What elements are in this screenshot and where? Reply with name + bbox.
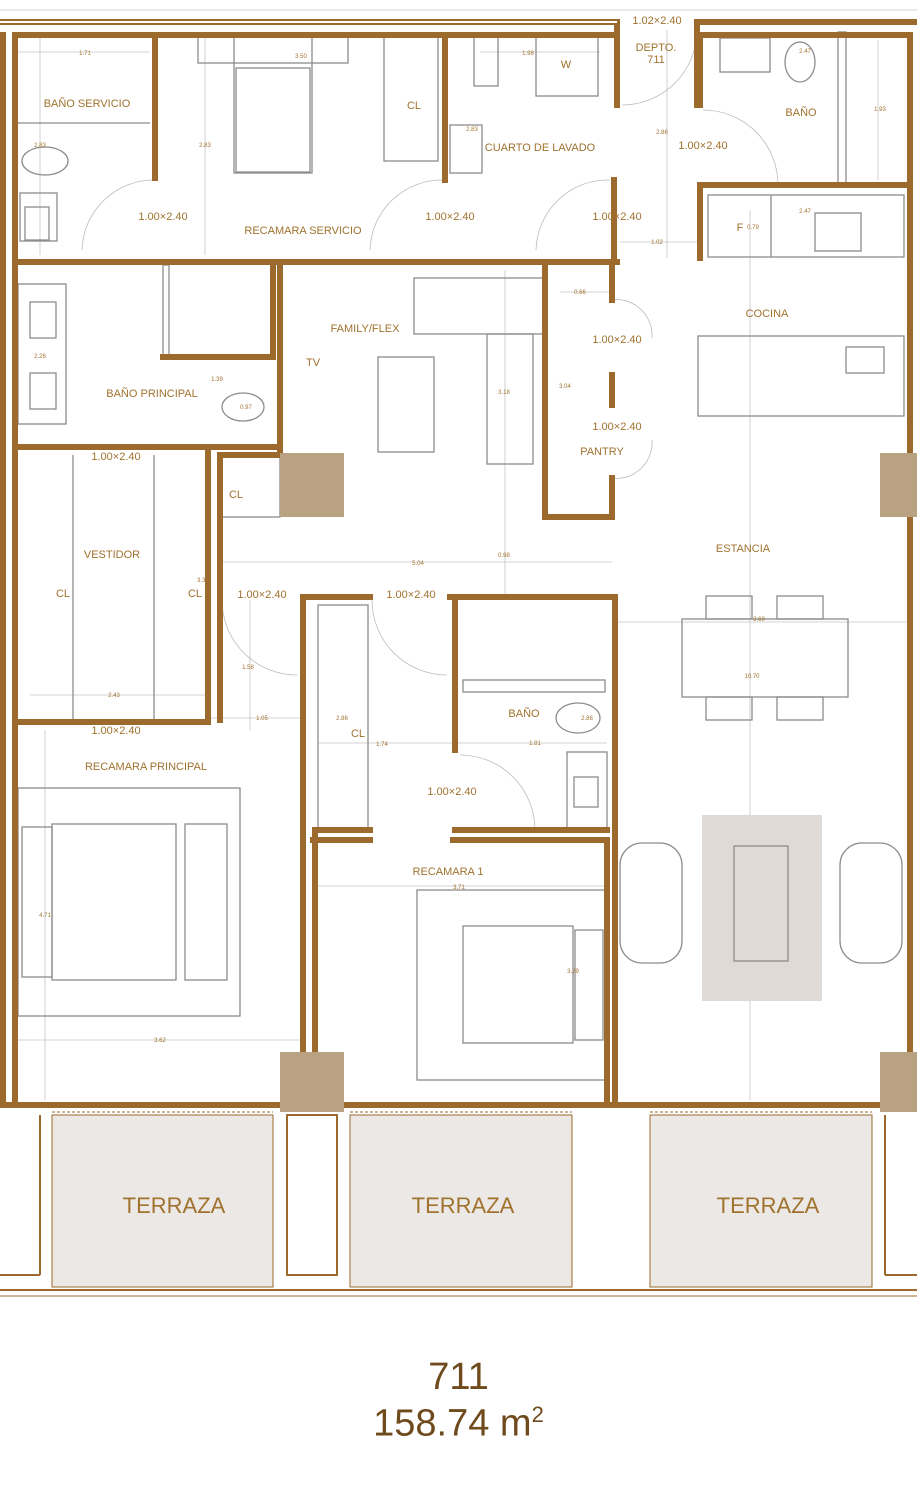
- room-terraza-2: TERRAZA: [412, 1193, 515, 1218]
- dim-label: 1.93: [874, 107, 886, 113]
- dim-label: 2.86: [336, 716, 348, 722]
- dim-label: 10.70: [744, 674, 760, 680]
- room-cocina: COCINA: [746, 308, 789, 320]
- door-swings: [81, 29, 779, 831]
- dim-label: 1.74: [376, 742, 388, 748]
- room-recamara-servicio: RECAMARA SERVICIO: [244, 225, 362, 237]
- unit-area-superscript: 2: [531, 1402, 544, 1427]
- dimension-lines: [0, 9, 917, 1100]
- room-cl-vestidor-left: CL: [56, 588, 70, 600]
- dim-label: 2.83: [199, 143, 211, 149]
- dim-label: 1.02: [651, 240, 663, 246]
- door-label: 1.00×2.40: [91, 725, 140, 737]
- door-label: 1.00×2.40: [138, 211, 187, 223]
- room-vestidor: VESTIDOR: [84, 549, 140, 561]
- dim-label: 4.71: [39, 913, 51, 919]
- room-terraza-3: TERRAZA: [717, 1193, 820, 1218]
- dim-label: 3.71: [453, 885, 465, 891]
- depto-label: DEPTO.: [636, 42, 677, 54]
- dim-label: 2.86: [581, 716, 593, 722]
- terraces: [0, 1111, 917, 1297]
- door-label: 1.00×2.40: [592, 334, 641, 346]
- fridge-label: F: [737, 222, 744, 234]
- dim-label: 3.69: [753, 617, 765, 623]
- room-recamara-1: RECAMARA 1: [413, 866, 484, 878]
- dim-label: 2.47: [799, 49, 811, 55]
- dim-label: 3.62: [154, 1038, 166, 1044]
- room-recamara-principal: RECAMARA PRINCIPAL: [85, 761, 207, 773]
- tv-label: TV: [306, 357, 321, 369]
- room-terraza-1: TERRAZA: [123, 1193, 226, 1218]
- walls: [0, 19, 917, 1108]
- dim-label: 0.97: [240, 405, 252, 411]
- room-estancia: ESTANCIA: [716, 543, 771, 555]
- door-label: 1.00×2.40: [427, 786, 476, 798]
- door-label: 1.00×2.40: [678, 140, 727, 152]
- unit-area: 158.74 m2: [0, 1402, 917, 1446]
- dim-label: 0.66: [574, 290, 586, 296]
- room-bano-servicio: BAÑO SERVICIO: [44, 97, 131, 110]
- door-label: 1.00×2.40: [592, 421, 641, 433]
- dim-label: 2.83: [466, 127, 478, 133]
- dim-label: 3.18: [498, 390, 510, 396]
- door-label: 1.00×2.40: [386, 589, 435, 601]
- unit-area-value: 158.74 m: [373, 1402, 532, 1445]
- room-cl-vestidor-right: CL: [188, 588, 202, 600]
- dim-label: 5.04: [412, 561, 424, 567]
- dim-label: 2.86: [656, 130, 668, 136]
- room-family-flex: FAMILY/FLEX: [331, 323, 401, 335]
- room-labels: BAÑO SERVICIO RECAMARA SERVICIO CL CUART…: [44, 42, 820, 1218]
- dim-label: 1.98: [522, 51, 534, 57]
- room-cl-family: CL: [229, 489, 243, 501]
- dim-label: 1.71: [79, 51, 91, 57]
- door-label: 1.00×2.40: [91, 451, 140, 463]
- dim-label: 1.05: [256, 716, 268, 722]
- door-label: 1.00×2.40: [592, 211, 641, 223]
- furniture: [17, 31, 905, 1081]
- door-entry-label: 1.02×2.40: [632, 15, 681, 27]
- dim-label: 1.81: [529, 741, 541, 747]
- dimension-labels: 1.71 3.50 1.98 2.83 2.83 2.83 2.86 1.93 …: [34, 49, 886, 1044]
- door-labels: 1.02×2.40 1.00×2.40 1.00×2.40 1.00×2.40 …: [91, 15, 727, 798]
- dim-label: 2.47: [799, 209, 811, 215]
- room-cl-center: CL: [351, 728, 365, 740]
- dim-label: 3.34: [197, 578, 209, 584]
- room-bano-principal: BAÑO PRINCIPAL: [106, 387, 198, 400]
- dim-label: 2.83: [34, 143, 46, 149]
- door-label: 1.00×2.40: [425, 211, 474, 223]
- dim-label: 0.79: [747, 225, 759, 231]
- unit-number: 711: [428, 1356, 489, 1398]
- dim-label: 0.98: [498, 553, 510, 559]
- dim-label: 1.39: [211, 377, 223, 383]
- dim-label: 3.29: [567, 969, 579, 975]
- dim-label: 3.50: [295, 54, 307, 60]
- columns: [280, 453, 917, 1112]
- depto-number: 711: [647, 54, 665, 66]
- room-cl: CL: [407, 100, 421, 112]
- washer-label: W: [561, 59, 572, 71]
- door-label: 1.00×2.40: [237, 589, 286, 601]
- room-cuarto-lavado: CUARTO DE LAVADO: [485, 142, 596, 154]
- dim-label: 2.26: [34, 354, 46, 360]
- dim-label: 3.04: [559, 384, 571, 390]
- room-bano: BAÑO: [785, 106, 817, 119]
- dim-label: 1.58: [242, 665, 254, 671]
- dim-label: 2.43: [108, 693, 120, 699]
- room-pantry: PANTRY: [580, 446, 624, 458]
- room-bano-center: BAÑO: [508, 707, 540, 720]
